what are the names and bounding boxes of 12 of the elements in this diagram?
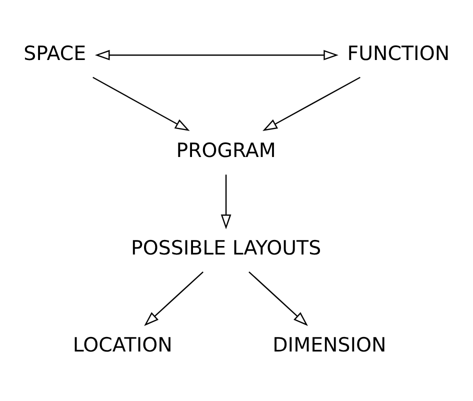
node-text: FUNCTION bbox=[347, 41, 450, 64]
arrow bbox=[220, 174, 232, 229]
arrow bbox=[262, 76, 360, 131]
arrow bbox=[248, 270, 308, 326]
arrow bbox=[92, 76, 190, 131]
node-text: POSSIBLE LAYOUTS bbox=[130, 236, 322, 259]
node-text: SPACE bbox=[24, 41, 86, 64]
node-text: PROGRAM bbox=[176, 138, 276, 162]
arrow bbox=[144, 270, 204, 326]
arrow bbox=[94, 49, 338, 60]
node-text: LOCATION bbox=[72, 333, 172, 356]
node-text: DIMENSION bbox=[272, 333, 386, 356]
